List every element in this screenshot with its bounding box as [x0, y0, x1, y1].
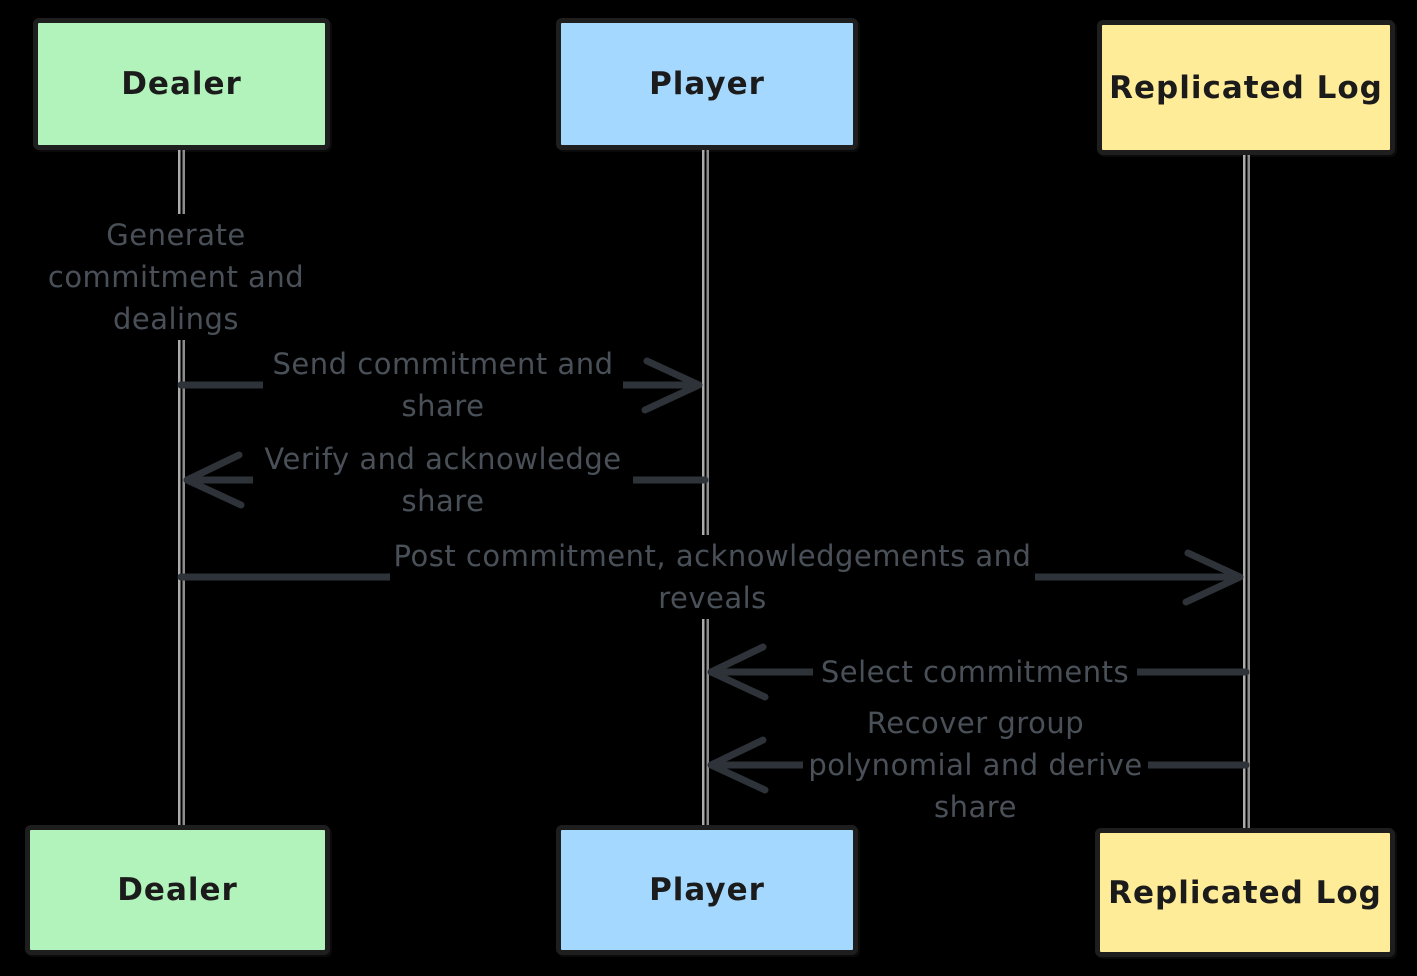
- actor-box-dealer-bottom: Dealer: [25, 825, 330, 955]
- message-label-send-commitment-and-share: Send commitment and share: [263, 343, 623, 427]
- actor-label-replicated-log-bottom: Replicated Log: [1108, 874, 1382, 911]
- message-label-select-commitments: Select commitments: [813, 651, 1137, 693]
- actor-box-replicated-log-top: Replicated Log: [1097, 20, 1395, 155]
- message-label-post-commitment-acknowledgements-and-reveals: Post commitment, acknowledgements and re…: [390, 535, 1035, 619]
- message-label-recover-group-polynomial-and-derive-share: Recover group polynomial and derive shar…: [803, 702, 1148, 828]
- actor-box-player-bottom: Player: [556, 825, 858, 955]
- actor-label-dealer-bottom: Dealer: [117, 872, 238, 908]
- message-label-verify-and-acknowledge-share: Verify and acknowledge share: [253, 438, 633, 522]
- lifeline-replicated-log: [1243, 153, 1250, 828]
- lifeline-dealer: [178, 148, 185, 828]
- actor-box-dealer-top: Dealer: [33, 18, 330, 150]
- actor-box-replicated-log-bottom: Replicated Log: [1095, 828, 1395, 957]
- actor-label-player-top: Player: [649, 66, 765, 102]
- actor-label-dealer-top: Dealer: [121, 66, 242, 102]
- lifeline-player: [702, 148, 709, 828]
- message-label-generate-commitment-and-dealings: Generate commitment and dealings: [14, 214, 338, 340]
- actor-box-player-top: Player: [556, 18, 858, 150]
- actor-label-replicated-log-top: Replicated Log: [1109, 69, 1383, 106]
- actor-label-player-bottom: Player: [649, 872, 765, 908]
